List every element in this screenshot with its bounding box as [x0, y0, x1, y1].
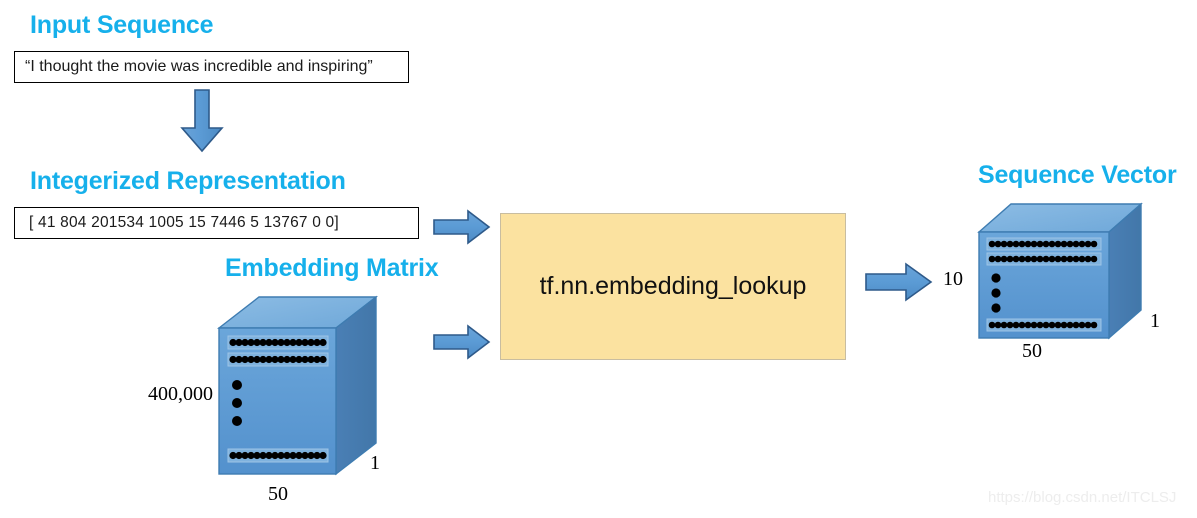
embedding-lookup-process-label: tf.nn.embedding_lookup — [539, 272, 807, 300]
arrow-right-icon-embedding-to-lookup — [432, 324, 492, 360]
watermark: https://blog.csdn.net/ITCLSJ — [988, 489, 1177, 506]
arrow-right-icon-lookup-to-sequence-vector — [864, 262, 934, 302]
embedding-matrix-rows-label: 400,000 — [148, 383, 213, 405]
sequence-vector-depth-label: 1 — [1150, 310, 1160, 332]
embedding-matrix-cols-label: 50 — [268, 483, 288, 505]
embedding-matrix-heading: Embedding Matrix — [225, 254, 439, 282]
sequence-vector-cols-label: 50 — [1022, 340, 1042, 362]
input-sequence-textbox[interactable]: “I thought the movie was incredible and … — [14, 51, 409, 83]
sequence-vector-cube — [975, 200, 1150, 345]
embedding-matrix-cube — [215, 293, 380, 483]
input-sequence-heading: Input Sequence — [30, 11, 214, 39]
sequence-vector-heading: Sequence Vector — [978, 161, 1177, 189]
embedding-matrix-depth-label: 1 — [370, 452, 380, 474]
arrow-down-icon — [177, 88, 227, 154]
integerized-representation-textbox[interactable]: [ 41 804 201534 1005 15 7446 5 13767 0 0… — [14, 207, 419, 239]
integerized-representation-heading: Integerized Representation — [30, 167, 346, 195]
arrow-right-icon-integerized-to-lookup — [432, 209, 492, 245]
sequence-vector-rows-label: 10 — [943, 268, 963, 290]
embedding-lookup-process-box[interactable]: tf.nn.embedding_lookup — [500, 213, 846, 360]
